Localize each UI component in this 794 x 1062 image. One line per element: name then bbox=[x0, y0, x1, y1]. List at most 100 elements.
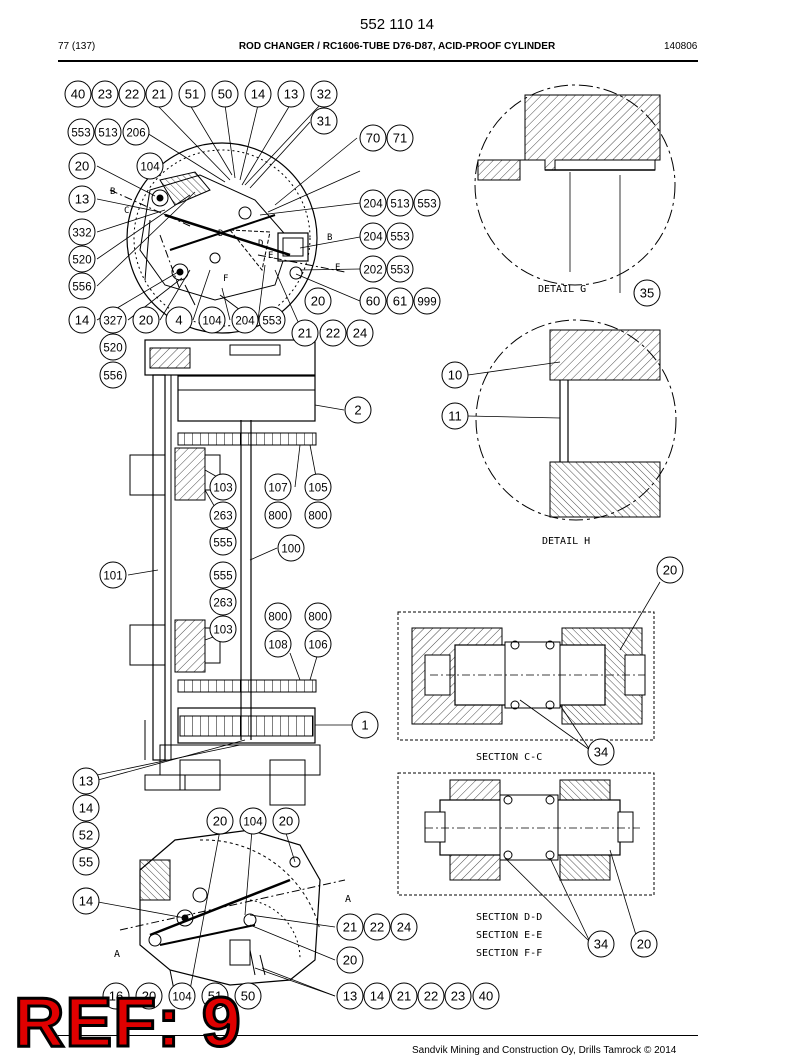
top-view-letters: B C D D B E F E bbox=[110, 187, 340, 284]
callout-balloon: 55 bbox=[72, 848, 100, 876]
callout-balloon: 51 bbox=[201, 982, 229, 1010]
balloon-number: 999 bbox=[417, 297, 436, 309]
balloon-number: 800 bbox=[308, 612, 327, 624]
detail-g bbox=[474, 84, 676, 286]
balloon-circle bbox=[165, 306, 193, 334]
callout-balloon: 513 bbox=[94, 118, 122, 146]
balloon-circle bbox=[336, 946, 364, 974]
balloon-circle bbox=[359, 222, 387, 250]
balloon-circle bbox=[99, 561, 127, 589]
callout-balloon: 22 bbox=[417, 982, 445, 1010]
callout-balloon: 34 bbox=[587, 930, 615, 958]
balloon-circle bbox=[587, 738, 615, 766]
callout-balloon: 23 bbox=[444, 982, 472, 1010]
balloon-circle bbox=[386, 287, 414, 315]
balloon-circle bbox=[72, 767, 100, 795]
balloon-circle bbox=[68, 218, 96, 246]
balloon-circle bbox=[630, 930, 658, 958]
callout-balloon: 14 bbox=[68, 306, 96, 334]
callout-balloon: 71 bbox=[386, 124, 414, 152]
detail-g-label: DETAIL G bbox=[538, 284, 586, 295]
callout-balloon: 23 bbox=[91, 80, 119, 108]
callout-balloon: 70 bbox=[359, 124, 387, 152]
callout-balloon: 513 bbox=[386, 189, 414, 217]
footer-rule bbox=[58, 1035, 698, 1036]
balloon-number: 22 bbox=[370, 920, 384, 935]
balloon-circle bbox=[209, 528, 237, 556]
balloon-number: 104 bbox=[140, 162, 160, 174]
callout-balloon: 22 bbox=[319, 319, 347, 347]
balloon-number: 55 bbox=[79, 855, 93, 870]
balloon-number: 513 bbox=[98, 128, 117, 140]
balloon-circle bbox=[363, 913, 391, 941]
callout-balloon: 50 bbox=[211, 80, 239, 108]
side-view-assembly bbox=[129, 339, 321, 806]
callout-balloon: 14 bbox=[72, 794, 100, 822]
section-ff-label: SECTION F-F bbox=[476, 948, 542, 959]
balloon-circle bbox=[390, 913, 418, 941]
balloon-circle bbox=[102, 982, 130, 1010]
document-title: ROD CHANGER / RC1606-TUBE D76-D87, ACID-… bbox=[238, 41, 556, 52]
balloon-number: 14 bbox=[79, 801, 93, 816]
ref-stamp: REF: 9 bbox=[13, 982, 243, 1062]
balloon-circle bbox=[264, 501, 292, 529]
balloon-circle bbox=[67, 118, 95, 146]
callout-balloon: 553 bbox=[386, 222, 414, 250]
balloon-number: 105 bbox=[308, 483, 327, 495]
balloon-number: 14 bbox=[79, 894, 93, 909]
callout-balloon: 14 bbox=[72, 887, 100, 915]
callout-balloon: 2 bbox=[344, 396, 372, 424]
callout-balloon: 556 bbox=[68, 272, 96, 300]
balloon-number: 14 bbox=[75, 313, 89, 328]
balloon-number: 4 bbox=[175, 313, 182, 328]
callout-balloon: 20 bbox=[656, 556, 684, 584]
callout-balloon: 21 bbox=[291, 319, 319, 347]
callout-balloon: 104 bbox=[168, 982, 196, 1010]
callout-balloon: 13 bbox=[72, 767, 100, 795]
balloon-circle bbox=[441, 402, 469, 430]
callout-balloon: 555 bbox=[209, 528, 237, 556]
balloon-number: 20 bbox=[142, 989, 156, 1004]
balloon-circle bbox=[72, 848, 100, 876]
callout-balloon: 104 bbox=[239, 807, 267, 835]
balloon-circle bbox=[68, 306, 96, 334]
svg-text:A: A bbox=[345, 894, 351, 905]
page-number: 77 (137) bbox=[58, 41, 96, 52]
balloon-number: 553 bbox=[390, 232, 409, 244]
balloon-circle bbox=[272, 807, 300, 835]
balloon-number: 202 bbox=[363, 265, 382, 277]
balloon-circle bbox=[178, 80, 206, 108]
document-date: 140806 bbox=[664, 41, 698, 52]
balloon-circle bbox=[656, 556, 684, 584]
balloon-circle bbox=[122, 118, 150, 146]
callout-balloon: 555 bbox=[209, 561, 237, 589]
balloon-circle bbox=[413, 189, 441, 217]
balloon-number: 263 bbox=[213, 511, 232, 523]
balloon-number: 1 bbox=[361, 718, 368, 733]
section-ee-label: SECTION E-E bbox=[476, 930, 542, 941]
balloon-number: 11 bbox=[448, 409, 462, 424]
balloon-number: 13 bbox=[75, 192, 89, 207]
balloon-circle bbox=[209, 473, 237, 501]
svg-text:C: C bbox=[124, 206, 129, 216]
balloon-number: 13 bbox=[343, 989, 357, 1004]
callout-balloon: 100 bbox=[277, 534, 305, 562]
balloon-circle bbox=[198, 306, 226, 334]
balloon-circle bbox=[99, 306, 127, 334]
balloon-circle bbox=[264, 602, 292, 630]
balloon-number: 21 bbox=[343, 920, 357, 935]
balloon-circle bbox=[304, 602, 332, 630]
balloon-circle bbox=[587, 930, 615, 958]
balloon-circle bbox=[304, 501, 332, 529]
callout-balloon: 263 bbox=[209, 588, 237, 616]
callout-balloon: 11 bbox=[441, 402, 469, 430]
section-cc bbox=[397, 611, 655, 741]
callout-balloon: 21 bbox=[145, 80, 173, 108]
balloon-circle bbox=[319, 319, 347, 347]
callout-balloon: 20 bbox=[68, 152, 96, 180]
balloon-number: 14 bbox=[370, 989, 384, 1004]
callout-balloon: 800 bbox=[304, 501, 332, 529]
balloon-circle bbox=[359, 124, 387, 152]
